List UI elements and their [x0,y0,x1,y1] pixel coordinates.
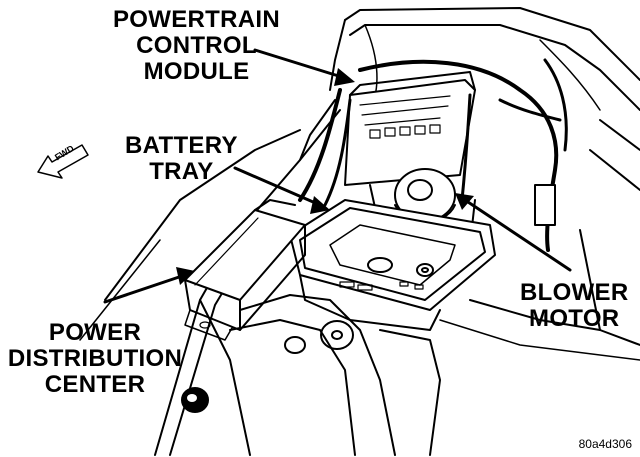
label-pcm-line2: CONTROL [136,32,257,59]
label-pdc-line1: POWER [48,319,142,346]
forward-arrow-icon [37,144,89,179]
label-battery-tray: BATTERY TRAY [125,133,238,185]
cowl-firewall [329,7,640,361]
label-pcm: POWERTRAIN CONTROL MODULE [113,7,280,85]
wiring-harness [298,58,568,252]
label-pdc-line3: CENTER [44,371,146,398]
label-pdc-line2: DISTRIBUTION [7,345,183,372]
label-blower-motor: BLOWER MOTOR [520,280,628,332]
callout-arrows [103,48,572,304]
label-blower-motor-line2: MOTOR [529,305,620,332]
support-bracket [229,294,441,456]
label-blower-motor-line1: BLOWER [520,279,629,306]
grommet [181,387,209,413]
label-pdc: POWER DISTRIBUTION CENTER [0,320,190,398]
figure-code: 80a4d306 [578,437,632,451]
pdc-box [184,199,306,341]
label-pcm-line1: POWERTRAIN [113,6,280,33]
battery-tray [289,199,496,331]
label-pcm-line3: MODULE [143,58,250,85]
label-battery-tray-line1: BATTERY [125,132,238,159]
pcm-module [344,71,476,186]
label-battery-tray-line2: TRAY [149,158,214,185]
